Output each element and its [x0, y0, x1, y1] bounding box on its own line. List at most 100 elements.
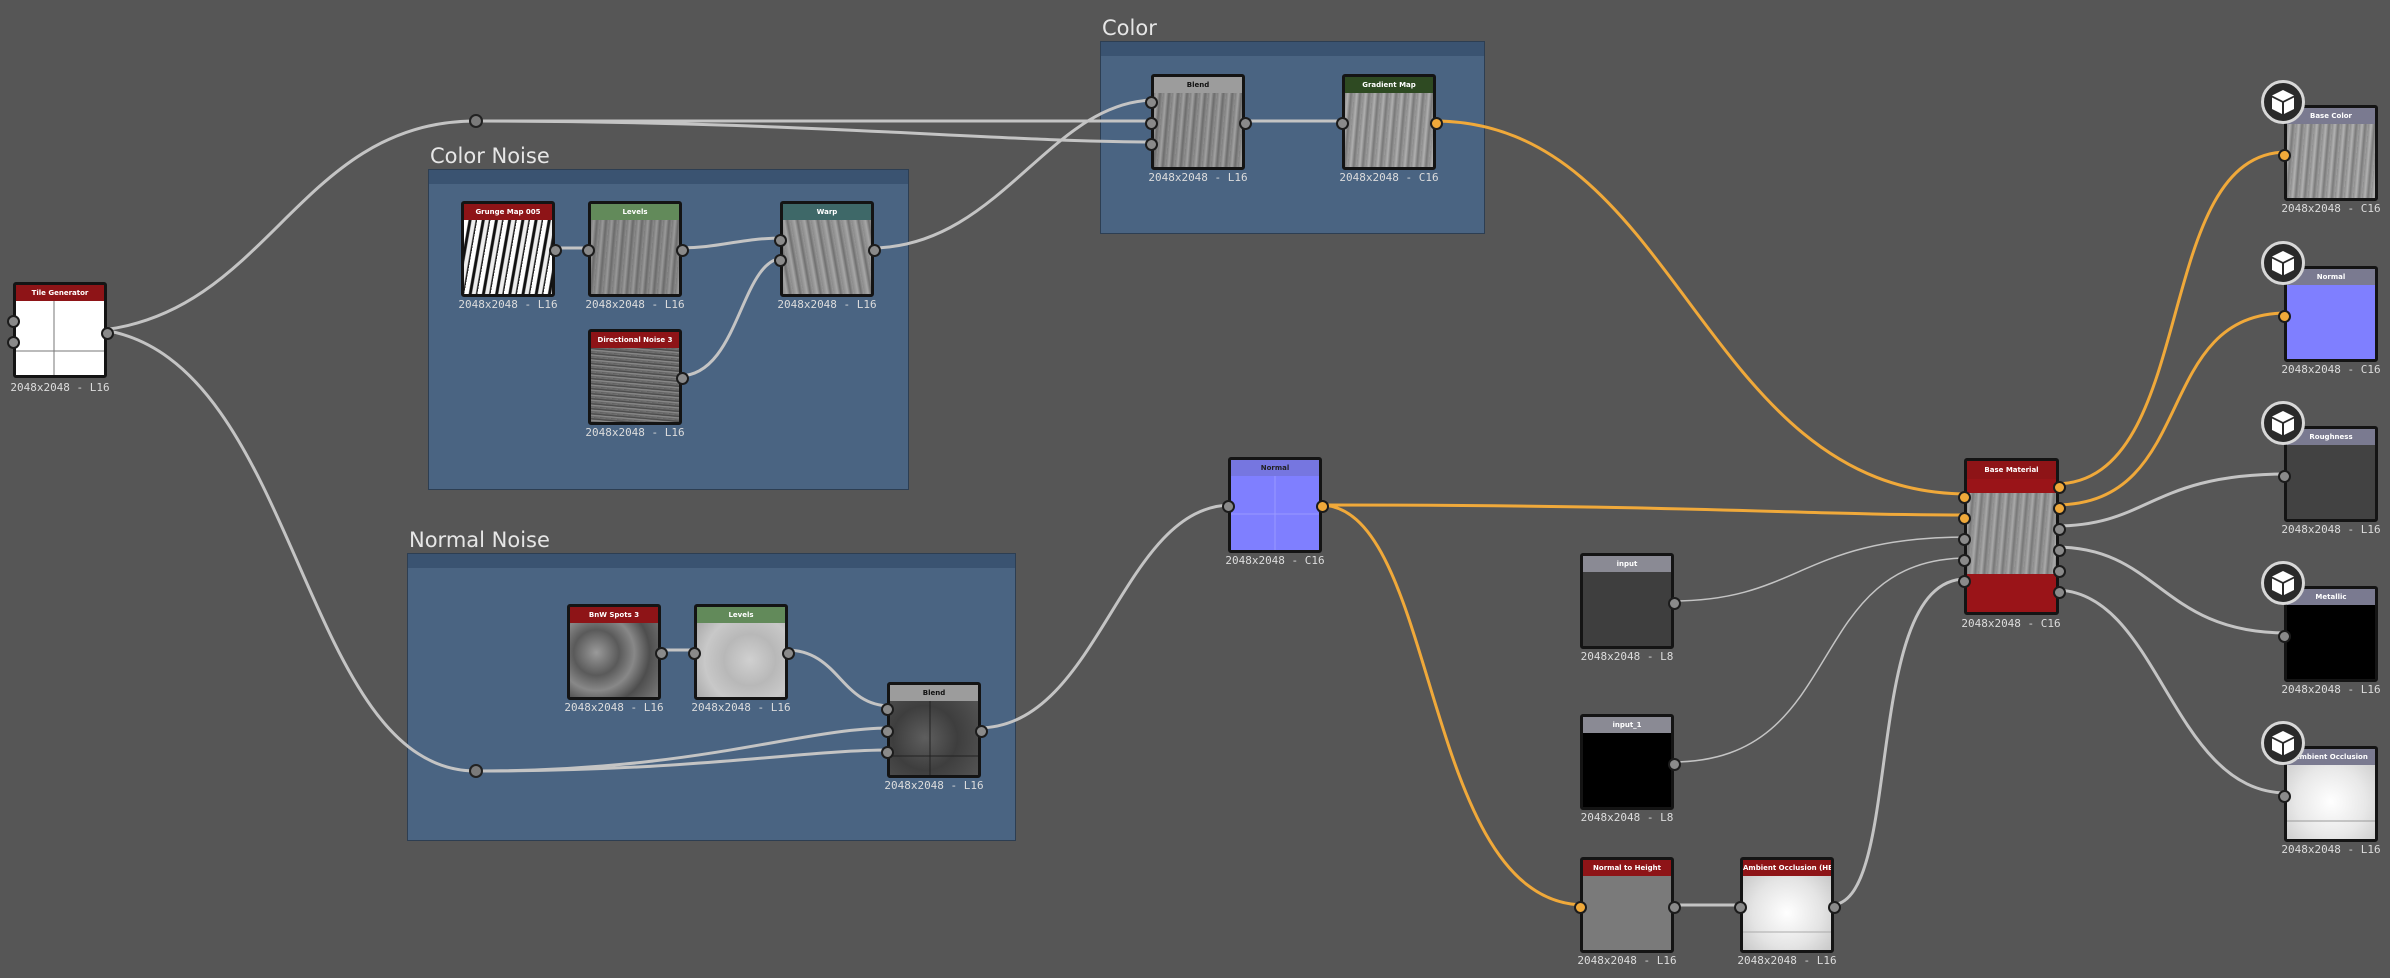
- input-port[interactable]: [881, 703, 894, 716]
- output-port[interactable]: [549, 244, 562, 257]
- output-port[interactable]: [1430, 117, 1443, 130]
- input-port[interactable]: [1958, 533, 1971, 546]
- node-blend-normal[interactable]: Blend: [881, 682, 988, 778]
- output-roughness[interactable]: Roughness: [2278, 426, 2378, 522]
- node-title: Directional Noise 3: [591, 332, 679, 348]
- output-port[interactable]: [101, 327, 114, 340]
- output-port[interactable]: [782, 647, 795, 660]
- cube-icon: [2261, 721, 2305, 765]
- node-title: Normal: [2287, 269, 2375, 285]
- output-port[interactable]: [2053, 523, 2066, 536]
- node-thumbnail: [1231, 476, 1319, 550]
- node-tile-generator[interactable]: Tile Generator: [7, 282, 114, 378]
- input-port[interactable]: [1222, 500, 1235, 513]
- reroute-dot-bottom[interactable]: [469, 764, 483, 778]
- input-port[interactable]: [881, 725, 894, 738]
- output-port[interactable]: [1316, 500, 1329, 513]
- output-normal[interactable]: Normal: [2278, 266, 2378, 362]
- input-port[interactable]: [1734, 901, 1747, 914]
- output-port[interactable]: [2053, 586, 2066, 599]
- output-port[interactable]: [2053, 544, 2066, 557]
- node-thumbnail: [2287, 765, 2375, 839]
- input-port[interactable]: [2278, 310, 2291, 323]
- frame-title-normal-noise: Normal Noise: [409, 528, 550, 552]
- node-base-material[interactable]: Base Material: [1958, 458, 2066, 615]
- node-title: input: [1583, 556, 1671, 572]
- input-port[interactable]: [1336, 117, 1349, 130]
- output-ambient-occlusion[interactable]: Ambient Occlusion: [2278, 746, 2378, 842]
- output-port[interactable]: [655, 647, 668, 660]
- input-port[interactable]: [1958, 575, 1971, 588]
- node-title: Ambient Occlusion: [2287, 749, 2375, 765]
- output-port[interactable]: [1239, 117, 1252, 130]
- output-port[interactable]: [868, 244, 881, 257]
- cube-icon: [2261, 401, 2305, 445]
- node-title: Grunge Map 005: [464, 204, 552, 220]
- input-port[interactable]: [688, 647, 701, 660]
- input-port[interactable]: [2278, 149, 2291, 162]
- input-port[interactable]: [2278, 630, 2291, 643]
- output-base-color[interactable]: Base Color: [2278, 105, 2378, 201]
- output-metallic[interactable]: Metallic: [2278, 586, 2378, 682]
- input-port[interactable]: [1145, 138, 1158, 151]
- input-port[interactable]: [774, 254, 787, 267]
- node-thumbnail: [2287, 285, 2375, 359]
- input-port[interactable]: [7, 315, 20, 328]
- node-grunge-map-005[interactable]: Grunge Map 005: [461, 201, 562, 297]
- node-label: 2048x2048 - L16: [884, 779, 984, 792]
- output-port[interactable]: [676, 244, 689, 257]
- input-port[interactable]: [7, 336, 20, 349]
- node-title: Normal: [1231, 460, 1319, 476]
- node-levels[interactable]: Levels: [582, 201, 689, 297]
- input-port[interactable]: [1958, 512, 1971, 525]
- output-port[interactable]: [1668, 901, 1681, 914]
- node-title: Levels: [591, 204, 679, 220]
- cube-icon: [2261, 241, 2305, 285]
- node-label: 2048x2048 - L8: [1580, 811, 1674, 824]
- output-port[interactable]: [1828, 901, 1841, 914]
- node-input[interactable]: input: [1580, 553, 1681, 649]
- node-directional-noise-3[interactable]: Directional Noise 3: [588, 329, 689, 425]
- node-label: 2048x2048 - L8: [1580, 650, 1674, 663]
- node-input-1[interactable]: input_1: [1580, 714, 1681, 810]
- node-levels-2[interactable]: Levels: [688, 604, 795, 700]
- node-title: Blend: [890, 685, 978, 701]
- node-warp[interactable]: Warp: [774, 201, 881, 297]
- input-port[interactable]: [2278, 790, 2291, 803]
- input-port[interactable]: [1145, 96, 1158, 109]
- input-port[interactable]: [881, 746, 894, 759]
- reroute-dot-top[interactable]: [469, 114, 483, 128]
- node-label: 2048x2048 - L16: [585, 426, 685, 439]
- input-port[interactable]: [1958, 554, 1971, 567]
- output-port[interactable]: [676, 372, 689, 385]
- input-port[interactable]: [1958, 491, 1971, 504]
- input-port[interactable]: [774, 234, 787, 247]
- node-thumbnail: [570, 623, 658, 697]
- output-port[interactable]: [975, 725, 988, 738]
- node-bnw-spots-3[interactable]: BnW Spots 3: [567, 604, 668, 700]
- input-port[interactable]: [582, 244, 595, 257]
- output-port[interactable]: [2053, 502, 2066, 515]
- frame-title-color-noise: Color Noise: [430, 144, 550, 168]
- node-thumbnail: [591, 220, 679, 294]
- node-label: 2048x2048 - L16: [458, 298, 558, 311]
- node-ambient-occlusion-hbao[interactable]: Ambient Occlusion (HB...: [1734, 857, 1841, 953]
- node-blend-color[interactable]: Blend: [1145, 74, 1252, 170]
- node-thumbnail: [591, 348, 679, 422]
- node-label: 2048x2048 - C16: [2281, 202, 2381, 215]
- node-thumbnail: [1743, 876, 1831, 950]
- output-port[interactable]: [2053, 481, 2066, 494]
- output-port[interactable]: [1668, 597, 1681, 610]
- input-port[interactable]: [2278, 470, 2291, 483]
- output-port[interactable]: [2053, 565, 2066, 578]
- node-title: Metallic: [2287, 589, 2375, 605]
- output-port[interactable]: [1668, 758, 1681, 771]
- input-port[interactable]: [1145, 117, 1158, 130]
- input-port[interactable]: [1574, 901, 1587, 914]
- node-label: 2048x2048 - L16: [691, 701, 791, 714]
- node-label: 2048x2048 - L16: [2281, 843, 2381, 856]
- node-gradient-map[interactable]: Gradient Map: [1336, 74, 1443, 170]
- node-normal-to-height[interactable]: Normal to Height: [1574, 857, 1681, 953]
- node-normal[interactable]: Normal: [1222, 457, 1329, 553]
